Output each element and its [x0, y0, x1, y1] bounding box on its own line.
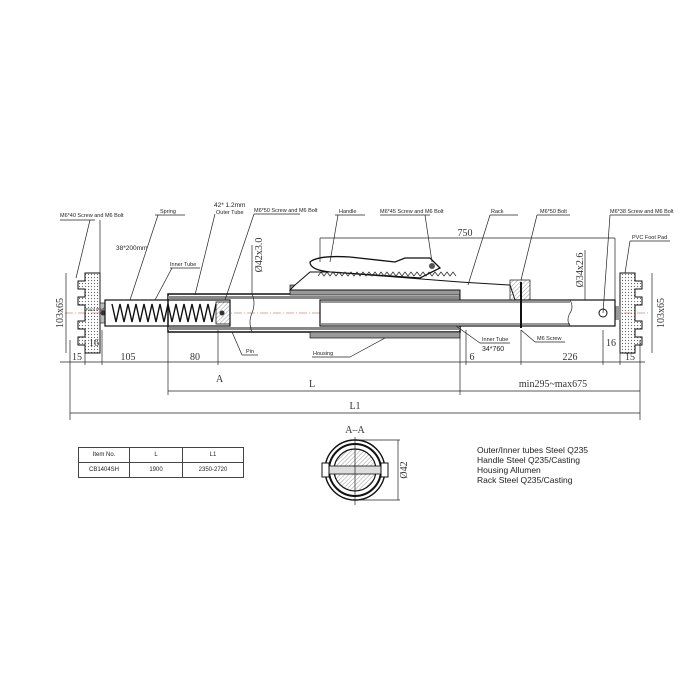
spring	[111, 303, 217, 323]
label-screw-handle: M6*45 Screw and M6 Bolt	[380, 209, 444, 215]
label-screw-mid: M6*50 Screw and M6 Bolt	[254, 208, 318, 214]
right-inner-tube	[319, 299, 616, 327]
dim-15-left: 15	[72, 352, 82, 363]
rack	[288, 271, 531, 328]
label-rack: Rack	[491, 209, 504, 215]
section-mark: A	[216, 374, 224, 385]
label-pvc-pad: PVC Foot Pad	[632, 235, 667, 241]
cell-l1: 2350-2720	[182, 462, 244, 478]
dim-inner-dia: Ø34x2.6	[575, 253, 586, 288]
dim-16-right: 16	[606, 338, 616, 349]
label-outer-tube: Outer Tube	[216, 210, 244, 216]
header-item-no: Item No.	[78, 447, 130, 463]
dim-section-dia: Ø42	[399, 461, 410, 478]
cell-item-no: CB1404SH	[78, 462, 130, 478]
right-foot-pad	[615, 272, 643, 354]
label-handle: Handle	[339, 209, 356, 215]
dim-min-max: min295~max675	[519, 379, 587, 390]
label-foot-pad: Foot Pad	[86, 307, 105, 312]
label-screw-right: M6*38 Screw and M6 Bolt	[610, 209, 674, 215]
dim-226: 226	[563, 352, 578, 363]
header-l1: L1	[182, 447, 244, 463]
label-outer-tube-size: 42* 1.2mm	[214, 202, 245, 209]
leader-lines	[60, 213, 670, 358]
material-line: Rack Steel Q235/Casting	[477, 475, 573, 485]
label-inner-tube-left: Inner Tube	[170, 262, 196, 268]
housing-bottom	[309, 331, 461, 339]
spec-table: Item No. L L1 CB1404SH 1900 2350-2720	[78, 447, 244, 478]
dim-L: L	[309, 379, 315, 390]
label-m6-screw: M6 Screw	[537, 336, 561, 342]
dim-outer-dia: Ø42x3.0	[254, 238, 265, 273]
table-row: CB1404SH 1900 2350-2720	[78, 462, 244, 478]
dim-pad-right: 103x65	[656, 298, 667, 328]
label-spring-size: 38*200mm	[116, 245, 147, 252]
header-l: L	[129, 447, 183, 463]
cell-l: 1900	[129, 462, 183, 478]
label-pin: Pin	[246, 349, 254, 355]
dim-15-right: 15	[625, 352, 635, 363]
label-spring: Spring	[160, 209, 176, 215]
material-line: Housing Allumen	[477, 465, 541, 475]
material-line: Handle Steel Q235/Casting	[477, 455, 581, 465]
section-a-a: A–A Ø42	[321, 425, 410, 505]
table-header-row: Item No. L L1	[78, 447, 244, 463]
dim-105: 105	[121, 352, 136, 363]
dim-L1: L1	[349, 401, 360, 412]
label-inner-tube-right: Inner Tube	[482, 337, 508, 343]
dim-6: 6	[470, 352, 475, 363]
section-title: A–A	[345, 425, 365, 436]
horizontal-dimensions: 750 15 16 105 80 6 226 16 15 L min295~ma…	[60, 228, 645, 420]
dim-750: 750	[458, 228, 473, 239]
dim-16-left: 16	[89, 338, 99, 349]
label-inner-tube-right-size: 34*760	[482, 346, 504, 353]
dim-pad-left: 103x65	[55, 298, 66, 328]
vertical-dimensions: 103x65 103x65 Ø42x3.0 Ø34x2.6	[55, 238, 667, 353]
materials-list: Outer/Inner tubes Steel Q235 Handle Stee…	[477, 445, 588, 485]
label-housing: Housing	[313, 351, 333, 357]
label-bolt-right: M6*50 Bolt	[540, 209, 567, 215]
label-screw-left: M6*40 Screw and M6 Bolt	[60, 213, 124, 219]
dim-80: 80	[190, 352, 200, 363]
material-line: Outer/Inner tubes Steel Q235	[477, 445, 589, 455]
